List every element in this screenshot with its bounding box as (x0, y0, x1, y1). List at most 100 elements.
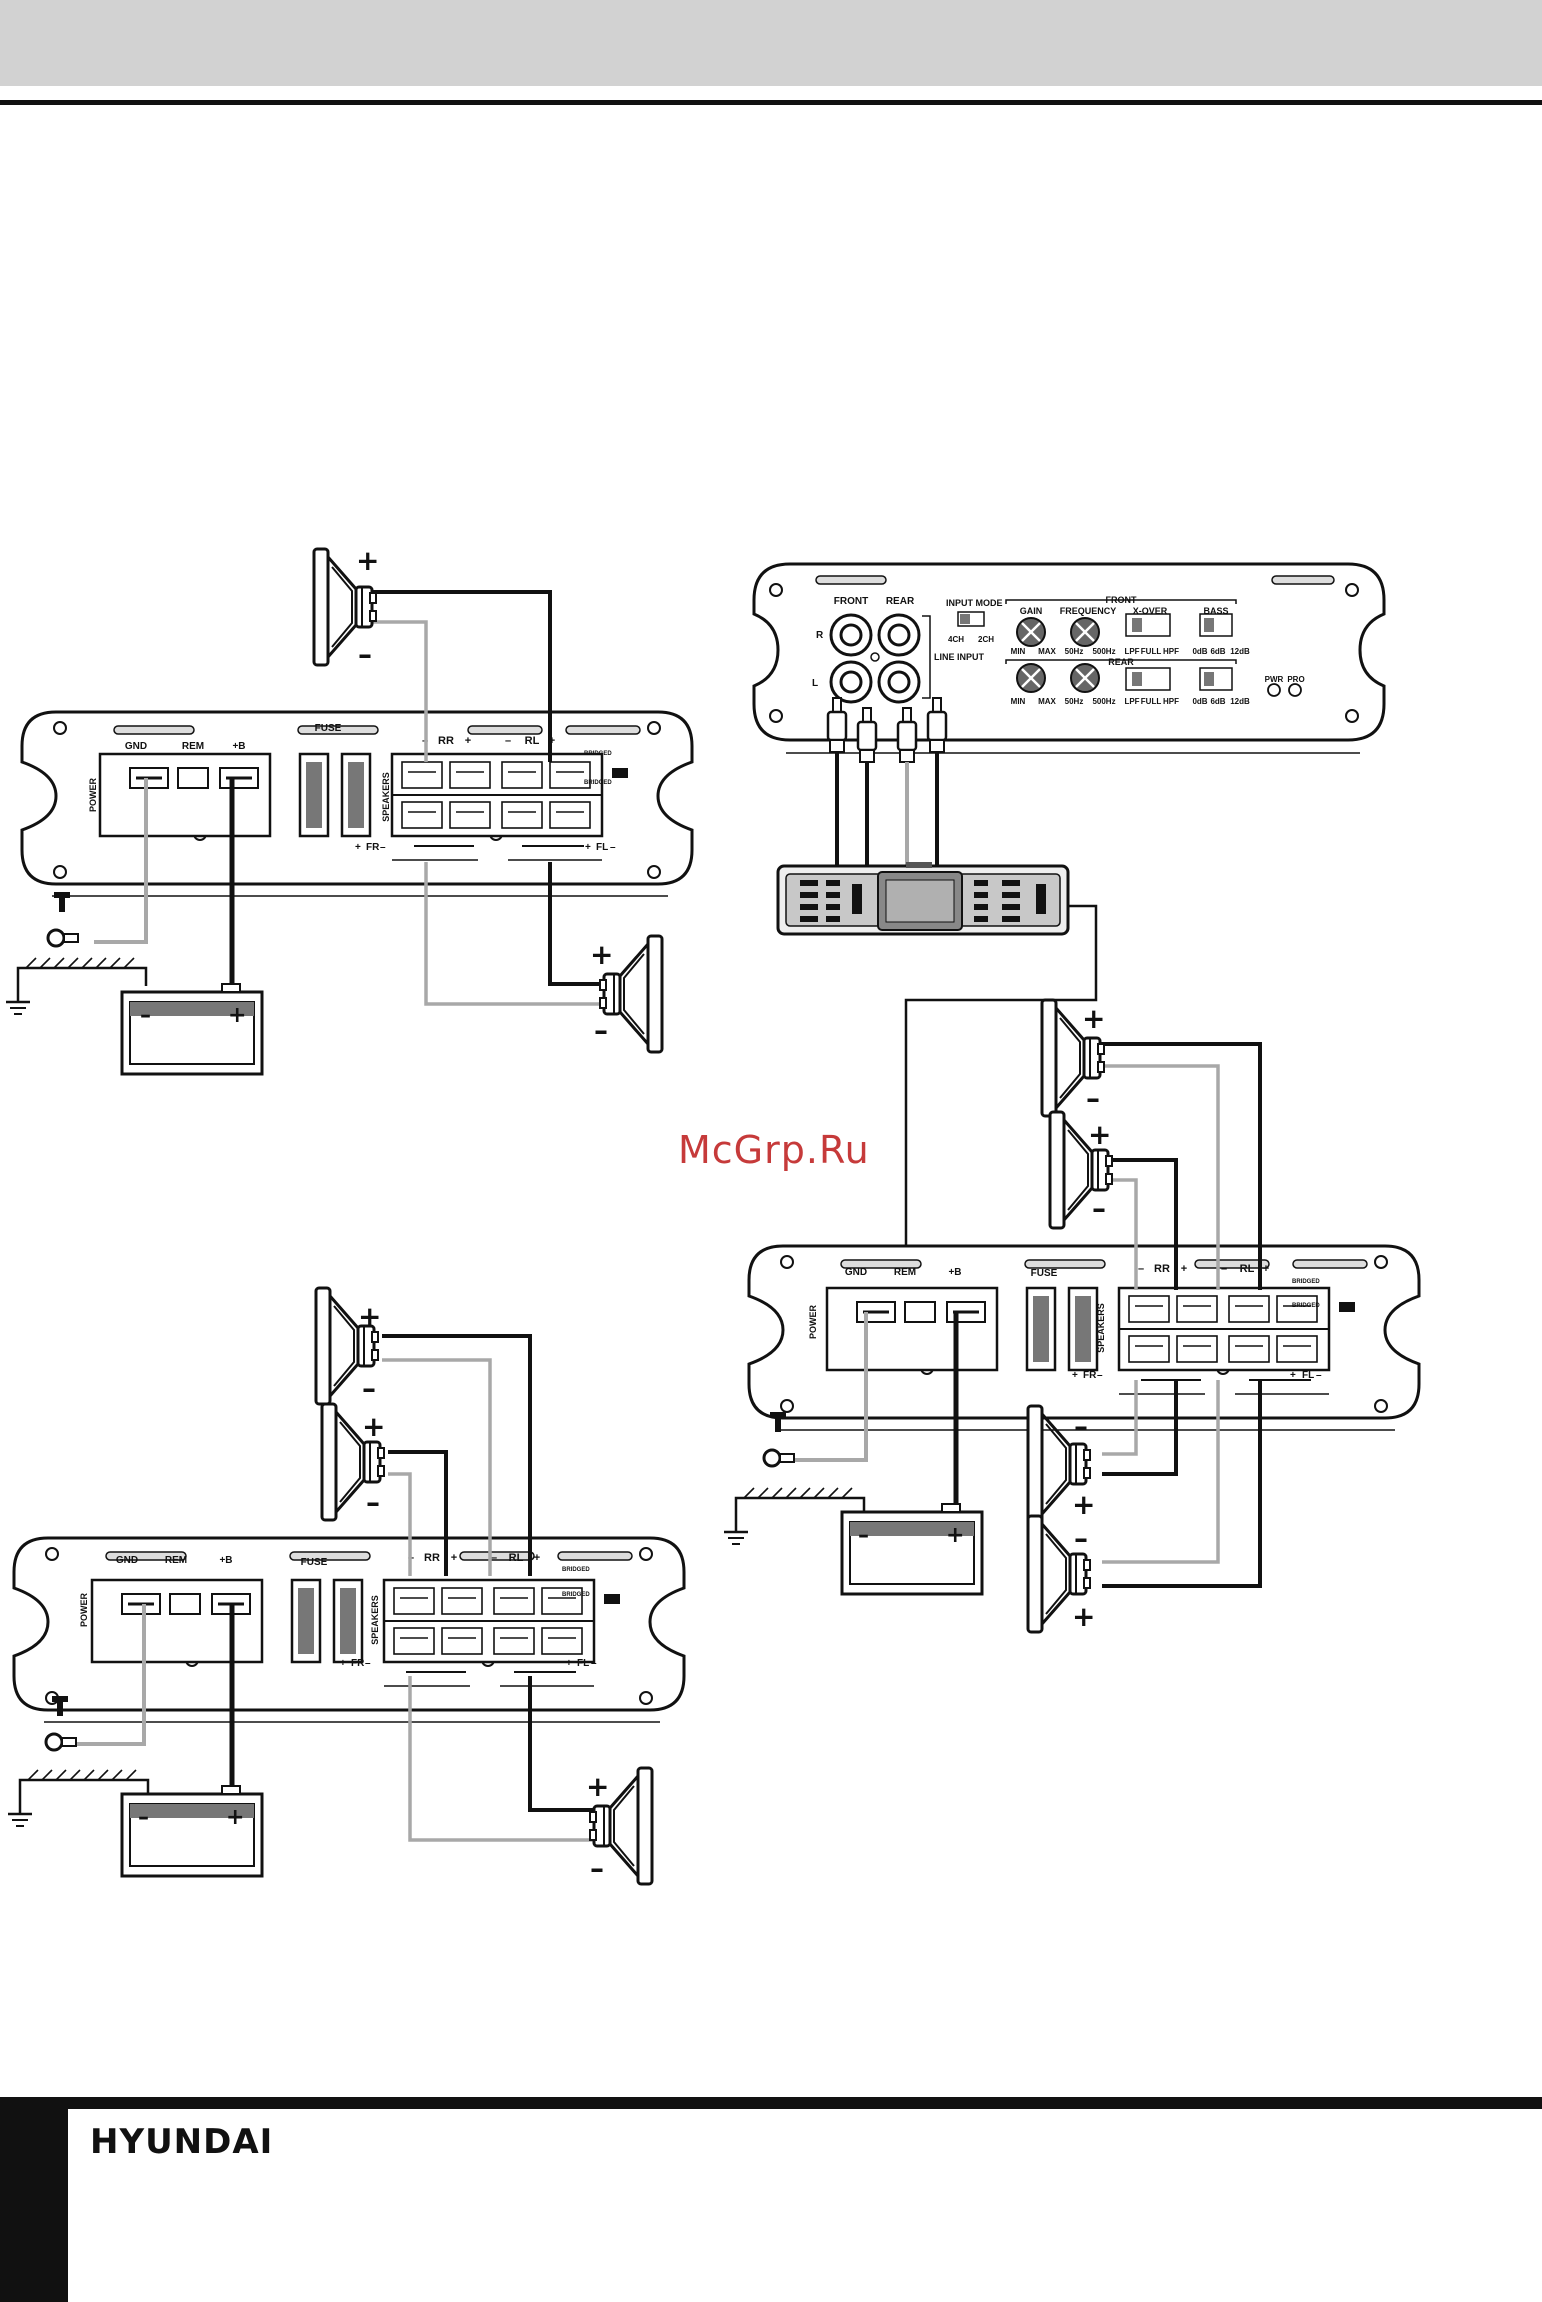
wires-2 (786, 1042, 1262, 1588)
svg-text:50Hz: 50Hz (1065, 647, 1084, 656)
svg-text:–: – (491, 1552, 497, 1564)
battery-2 (840, 1502, 984, 1596)
svg-text:FR: FR (366, 842, 380, 853)
svg-text:FRONT: FRONT (834, 596, 868, 607)
svg-text:–: – (610, 842, 616, 853)
svg-text:BRIDGED: BRIDGED (562, 1592, 590, 1598)
svg-text:GAIN: GAIN (1020, 606, 1043, 616)
svg-text:50Hz: 50Hz (1065, 697, 1084, 706)
svg-text:–: – (358, 638, 372, 671)
svg-text:+: + (586, 1770, 609, 1803)
svg-text:L: L (812, 678, 818, 689)
svg-text:BRIDGED: BRIDGED (1292, 1279, 1320, 1285)
svg-text:POWER: POWER (88, 778, 98, 813)
brand-logo: HYUNDAI (90, 2122, 274, 2162)
svg-text:4CH: 4CH (948, 635, 964, 644)
battery-1 (120, 982, 264, 1076)
svg-text:RL: RL (525, 735, 540, 747)
remote-wire (904, 904, 1098, 1286)
svg-text:+: + (534, 1552, 540, 1564)
svg-text:+: + (226, 1805, 244, 1830)
svg-text:X-OVER: X-OVER (1133, 606, 1168, 616)
svg-text:–: – (591, 1658, 597, 1669)
footer-side-block (0, 2109, 68, 2302)
svg-text:FUSE: FUSE (301, 1557, 328, 1568)
svg-text:–: – (138, 1805, 149, 1830)
svg-text:+: + (355, 842, 361, 853)
svg-text:MAX: MAX (1038, 697, 1056, 706)
svg-text:–: – (1316, 1370, 1322, 1381)
svg-text:–: – (1097, 1370, 1103, 1381)
watermark: McGrp.Ru (678, 1128, 870, 1172)
svg-text:GND: GND (845, 1267, 867, 1278)
svg-text:+: + (1082, 1002, 1105, 1035)
svg-text:+: + (946, 1523, 964, 1548)
svg-text:+: + (340, 1658, 346, 1669)
svg-text:BASS: BASS (1203, 606, 1228, 616)
svg-text:REM: REM (182, 741, 204, 752)
svg-text:MAX: MAX (1038, 647, 1056, 656)
svg-text:+: + (1181, 1263, 1187, 1275)
header-bar (0, 0, 1542, 86)
svg-text:+: + (362, 1410, 385, 1443)
svg-text:HPF: HPF (1163, 647, 1179, 656)
control-panel-labels: FRONT REAR R L LINE INPUT INPUT MODE 4CH… (812, 595, 1305, 706)
footer-rule (0, 2097, 1542, 2109)
svg-text:–: – (1138, 1263, 1144, 1275)
svg-text:REAR: REAR (886, 596, 915, 607)
svg-text:RL: RL (509, 1552, 524, 1564)
amp-3-labels: GND REM +B FUSE POWER SPEAKERS – RR + – … (79, 1552, 597, 1669)
amp-1 (20, 710, 694, 898)
svg-text:+: + (1072, 1370, 1078, 1381)
svg-text:HPF: HPF (1163, 697, 1179, 706)
svg-text:SPEAKERS: SPEAKERS (1096, 1303, 1106, 1353)
svg-text:–: – (590, 1852, 604, 1885)
svg-text:6dB: 6dB (1210, 647, 1225, 656)
svg-text:+: + (566, 1658, 572, 1669)
svg-text:FR: FR (351, 1658, 365, 1669)
svg-text:+: + (228, 1003, 246, 1028)
svg-text:REM: REM (894, 1267, 916, 1278)
svg-text:+: + (585, 842, 591, 853)
svg-text:FREQUENCY: FREQUENCY (1060, 606, 1117, 616)
svg-text:BRIDGED: BRIDGED (584, 780, 612, 786)
svg-text:PWR: PWR (1265, 675, 1284, 684)
svg-text:POWER: POWER (808, 1305, 818, 1340)
svg-text:PRO: PRO (1287, 675, 1304, 684)
svg-text:R: R (816, 630, 824, 641)
svg-text:+B: +B (948, 1267, 961, 1278)
svg-text:12dB: 12dB (1230, 647, 1250, 656)
svg-text:FUSE: FUSE (1031, 1268, 1058, 1279)
amp-3 (12, 1536, 686, 1724)
svg-text:+: + (1290, 1370, 1296, 1381)
svg-text:+B: +B (232, 741, 245, 752)
svg-text:+: + (356, 544, 379, 577)
svg-text:LINE INPUT: LINE INPUT (934, 652, 985, 662)
svg-text:+: + (465, 735, 471, 747)
svg-text:0dB: 0dB (1192, 697, 1207, 706)
wires-3 (74, 1334, 594, 1842)
svg-text:FL: FL (1302, 1370, 1314, 1381)
svg-text:+: + (1088, 1118, 1111, 1151)
svg-text:–: – (1092, 1192, 1106, 1225)
svg-text:6dB: 6dB (1210, 697, 1225, 706)
svg-text:FL: FL (596, 842, 608, 853)
svg-text:FR: FR (1083, 1370, 1097, 1381)
svg-text:+: + (590, 938, 613, 971)
svg-text:GND: GND (116, 1555, 138, 1566)
svg-text:MIN: MIN (1011, 647, 1026, 656)
svg-text:BRIDGED: BRIDGED (1292, 1303, 1320, 1309)
wires-1 (94, 590, 600, 1006)
svg-text:+B: +B (219, 1555, 232, 1566)
svg-text:–: – (1074, 1410, 1088, 1443)
svg-text:GND: GND (125, 741, 147, 752)
svg-text:–: – (380, 842, 386, 853)
svg-text:+: + (358, 1300, 381, 1333)
svg-text:12dB: 12dB (1230, 697, 1250, 706)
svg-text:–: – (1086, 1082, 1100, 1115)
svg-text:–: – (858, 1523, 869, 1548)
control-panel (752, 562, 1386, 754)
svg-text:+: + (1072, 1488, 1095, 1521)
amp-2-labels: GND REM +B FUSE POWER SPEAKERS – RR + – … (808, 1263, 1322, 1381)
